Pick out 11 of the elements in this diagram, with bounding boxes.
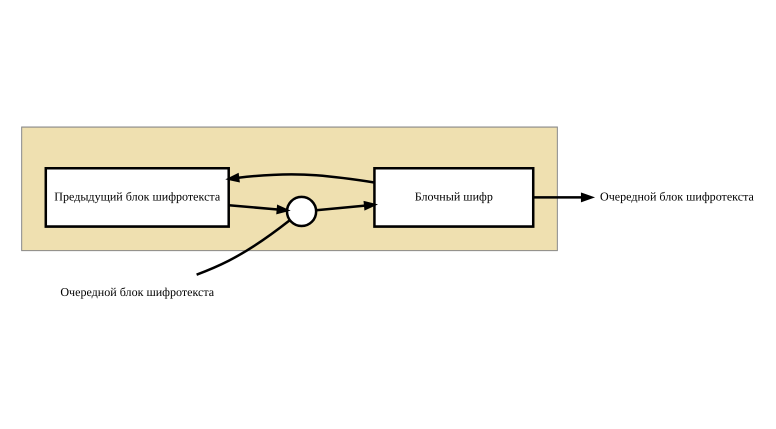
node-circle [286, 195, 318, 227]
node-text: Очередной блок шифротекста [60, 284, 214, 299]
arrow [316, 200, 378, 211]
node-box: Блочный шифр [373, 166, 534, 228]
connector [196, 218, 290, 276]
node-box: Предыдущий блок шифротекста [44, 166, 230, 228]
arrow [533, 192, 596, 202]
arrow [225, 172, 374, 184]
cluster [21, 126, 558, 251]
node-text: Очередной блок шифротекста [600, 189, 754, 204]
arrow [228, 204, 291, 214]
